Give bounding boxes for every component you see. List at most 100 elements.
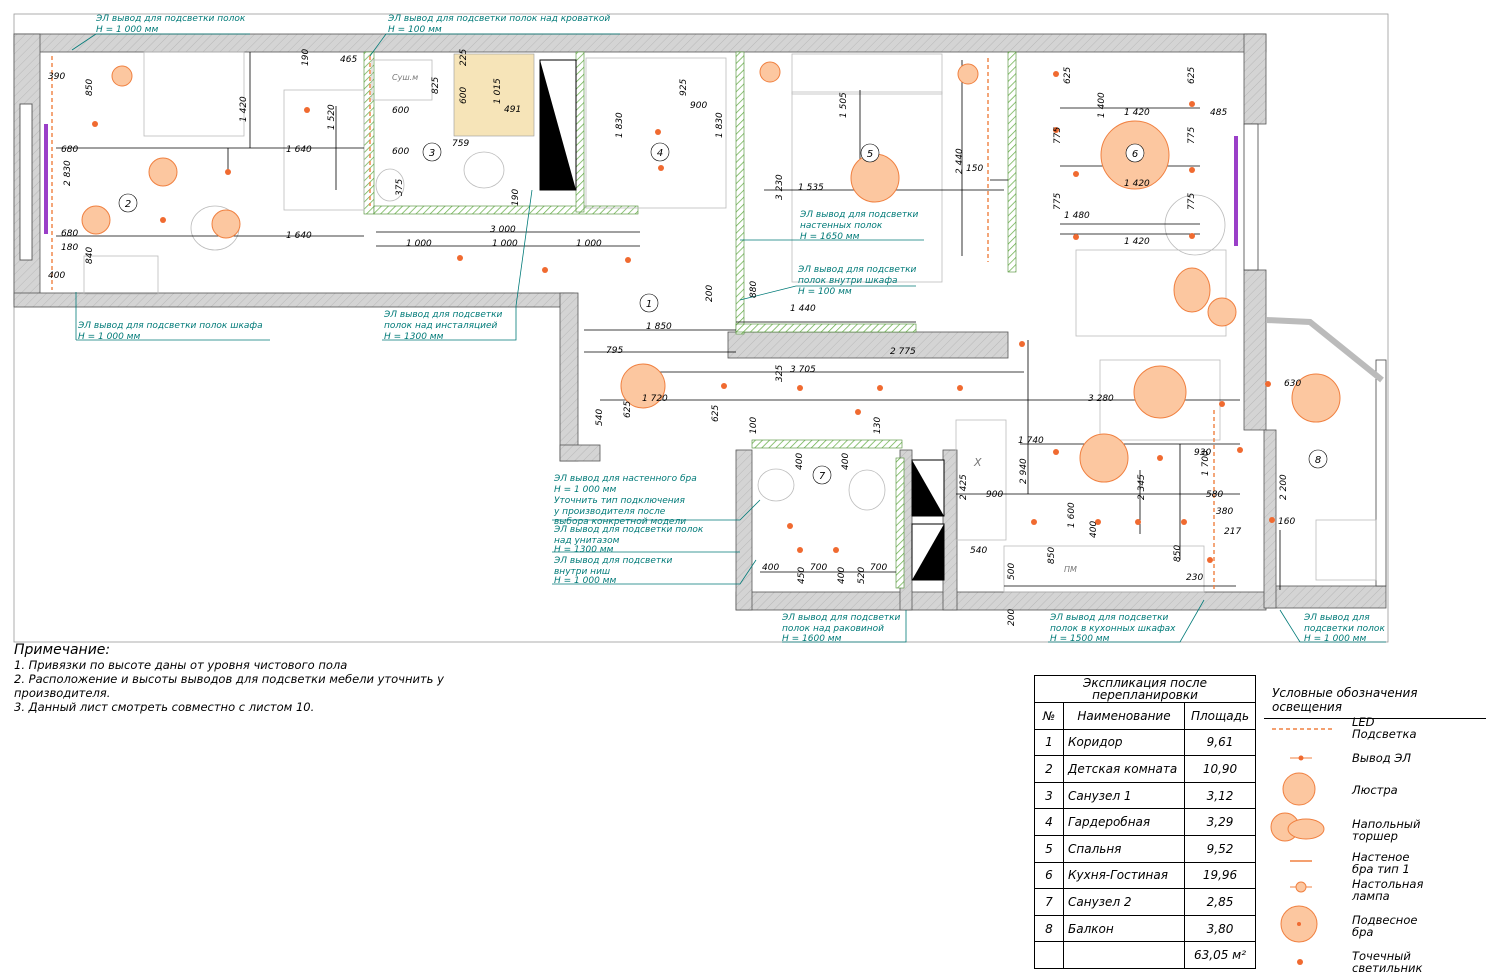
furniture [83, 51, 1377, 593]
legend-icons [1270, 728, 1334, 965]
dim: 1 420 [1124, 179, 1150, 189]
misc-labels: Суш.м ПМ X [392, 73, 1077, 574]
callout-texts: ЭЛ вывод для подсветки полок Н = 1 000 м… [77, 14, 1385, 644]
row-num: 6 [1034, 861, 1064, 890]
legend-label: Люстра [1352, 783, 1398, 797]
sheet-frame [13, 13, 1389, 643]
callout-6-line2: полок внутри шкафа [798, 276, 898, 286]
outer-walls [13, 33, 1387, 611]
callout-2-line1: ЭЛ вывод для подсветки полок над кроватк… [387, 14, 610, 24]
cross-label: X [973, 456, 982, 469]
dryer-label: Суш.м [392, 73, 418, 82]
callout-12-line2: подсветки полок [1304, 624, 1385, 634]
dim: 3 230 [775, 174, 785, 200]
row-num: 5 [1034, 834, 1064, 863]
note-line: 1. Привязки по высоте даны от уровня чис… [14, 658, 348, 672]
callout-5-line3: Н = 1650 мм [800, 232, 860, 242]
dim: 390 [48, 72, 65, 82]
legend-label: Напольный [1352, 817, 1421, 831]
dim: 2 940 [1019, 458, 1029, 484]
dim: 680 [61, 145, 78, 155]
room-number-4: 4 [657, 148, 663, 159]
callout-12-line3: Н = 1 000 мм [1304, 634, 1366, 644]
dim: 100 [749, 417, 759, 434]
callout-7-line3: Уточнить тип подключения [554, 496, 685, 506]
callout-6-line1: ЭЛ вывод для подсветки [797, 265, 917, 275]
callout-12-line1: ЭЛ вывод для [1303, 613, 1370, 623]
dim: 400 [795, 453, 805, 470]
dimension-labels-vertical: 850 1 420 2 830 840 190 1 520 825 600 22… [63, 49, 1289, 626]
dim: 150 [966, 164, 983, 174]
dim: 400 [1089, 521, 1099, 538]
dim: 400 [837, 567, 847, 584]
dim: 680 [61, 229, 78, 239]
dim: 225 [459, 49, 469, 66]
dim: 1 740 [1018, 436, 1044, 446]
note-line: производителя. [14, 686, 111, 700]
legend-label: лампа [1352, 889, 1390, 903]
dim: 200 [705, 285, 715, 302]
explication-table: Экспликация после перепланировки № Наиме… [1034, 675, 1256, 969]
dim: 2 775 [890, 347, 916, 357]
note-line: 3. Данный лист смотреть совместно с лист… [14, 700, 315, 714]
callout-10-line3: Н = 1600 мм [782, 634, 842, 644]
legend-item-outlet: Вывод ЭЛ [1352, 752, 1411, 764]
dim: 600 [459, 87, 469, 104]
legend-title: Условные обозначения освещения [1264, 684, 1486, 719]
header-num: № [1034, 702, 1064, 730]
dim: 1 720 [642, 394, 668, 404]
legend-label: торшер [1352, 829, 1398, 843]
dim: 3 280 [1088, 394, 1114, 404]
legend-label: Подвесное [1352, 913, 1418, 927]
dim: 325 [775, 365, 785, 382]
dim: 2 830 [63, 160, 73, 186]
callout-8-line3: Н = 1300 мм [554, 545, 614, 555]
chandelier-icon [1282, 772, 1316, 806]
pendant-icon [1280, 905, 1318, 943]
dim: 775 [1053, 127, 1063, 144]
room-number-1: 1 [646, 299, 652, 310]
dim: 700 [810, 563, 827, 573]
row-num: 3 [1034, 781, 1064, 810]
dishwasher-label: ПМ [1064, 565, 1077, 574]
led-strips [51, 56, 1215, 590]
legend-label: LED [1352, 715, 1375, 729]
dim: 130 [873, 417, 883, 434]
callout-3-line2: Н = 1 000 мм [78, 332, 140, 342]
dim: 630 [1284, 379, 1301, 389]
dim: 850 [1047, 547, 1057, 564]
callout-9-line2: внутри ниш [554, 567, 610, 577]
dim: 1 600 [1067, 502, 1077, 528]
dim: 160 [1278, 517, 1295, 527]
dim: 1 000 [406, 239, 432, 249]
row-name: Детская комната [1063, 755, 1185, 783]
floor-lamp-icon [1270, 812, 1325, 842]
row-name: Кухня-Гостиная [1063, 861, 1185, 890]
dim: 400 [48, 271, 65, 281]
room-number-6: 6 [1132, 149, 1138, 160]
dim: 840 [85, 247, 95, 264]
dim: 180 [61, 243, 78, 253]
row-num: 4 [1034, 808, 1064, 836]
dim: 625 [1063, 67, 1073, 84]
dim: 850 [85, 79, 95, 96]
row-name: Спальня [1063, 834, 1185, 863]
legend-label: Точечный [1352, 949, 1411, 963]
dim: 1 640 [286, 145, 312, 155]
dim: 1 420 [1124, 237, 1150, 247]
notes: Примечание: 1. Привязки по высоте даны о… [14, 642, 444, 714]
callout-3-line1: ЭЛ вывод для подсветки полок шкафа [77, 321, 263, 331]
row-name: Санузел 1 [1063, 781, 1185, 810]
callout-1-line2: Н = 1 000 мм [96, 25, 158, 35]
room-number-8: 8 [1315, 455, 1321, 466]
dim: 900 [986, 490, 1003, 500]
